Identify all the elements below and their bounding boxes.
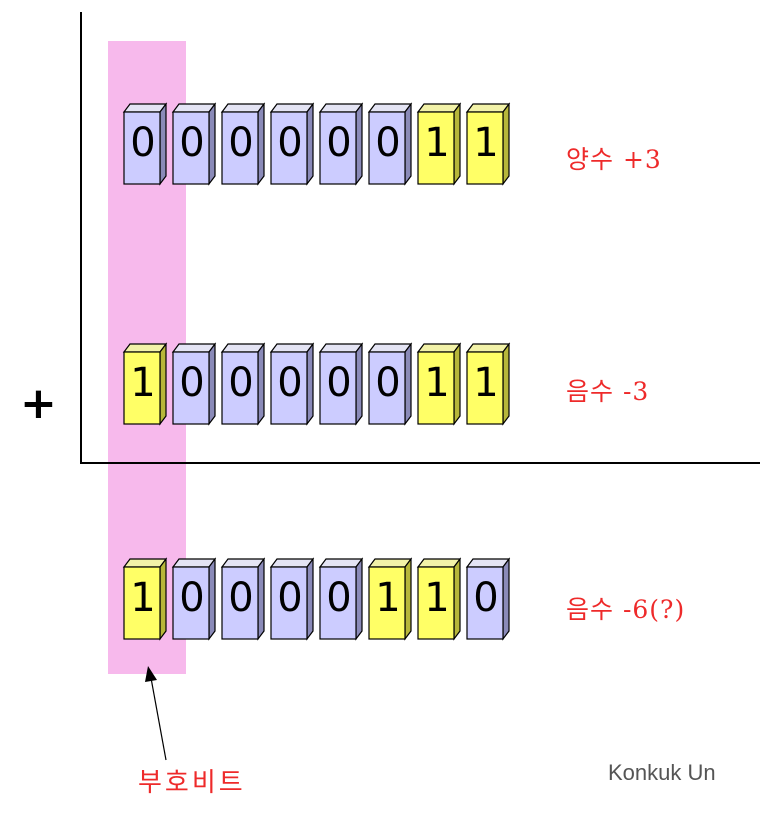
bit-box: 0	[220, 340, 266, 426]
bit-box: 0	[171, 555, 217, 641]
bit-box: 0	[465, 555, 511, 641]
bit-box: 1	[122, 555, 168, 641]
sum-divider-line	[80, 462, 760, 464]
row-1-label: 양수 +3	[566, 145, 662, 174]
bit-value: 1	[424, 120, 450, 166]
row-3-label: 음수 -6(?)	[566, 595, 686, 624]
bit-value: 0	[375, 120, 401, 166]
bit-box: 0	[269, 100, 315, 186]
bit-value: 0	[277, 360, 303, 406]
vertical-axis-line	[80, 12, 82, 464]
bit-value: 0	[179, 360, 205, 406]
row-2-label: 음수 -3	[566, 377, 650, 406]
bit-box: 0	[318, 100, 364, 186]
bit-value: 1	[130, 575, 156, 621]
bit-box: 0	[269, 340, 315, 426]
sign-bit-caption: 부호비트	[138, 768, 246, 798]
bit-value: 1	[130, 360, 156, 406]
bit-value: 0	[326, 575, 352, 621]
bit-value: 0	[228, 120, 254, 166]
bit-box: 0	[171, 340, 217, 426]
bit-box: 0	[269, 555, 315, 641]
bit-box: 0	[318, 555, 364, 641]
bit-value: 1	[473, 120, 499, 166]
bit-value: 1	[375, 575, 401, 621]
bit-box: 1	[416, 555, 462, 641]
bit-box: 0	[367, 340, 413, 426]
bit-value: 0	[228, 360, 254, 406]
bit-box: 0	[122, 100, 168, 186]
bit-value: 1	[473, 360, 499, 406]
bit-box: 1	[367, 555, 413, 641]
bit-box: 0	[318, 340, 364, 426]
bit-value: 0	[179, 575, 205, 621]
bit-box: 0	[220, 555, 266, 641]
bit-box: 0	[367, 100, 413, 186]
bit-value: 0	[326, 360, 352, 406]
bit-box: 1	[465, 100, 511, 186]
bit-box: 1	[122, 340, 168, 426]
bit-value: 1	[424, 360, 450, 406]
plus-operator: +	[20, 378, 57, 429]
bit-box: 0	[220, 100, 266, 186]
bit-value: 0	[277, 120, 303, 166]
bit-value: 0	[277, 575, 303, 621]
bit-value: 0	[228, 575, 254, 621]
bit-box: 1	[416, 100, 462, 186]
bit-value: 0	[473, 575, 499, 621]
bit-value: 0	[179, 120, 205, 166]
bit-value: 0	[326, 120, 352, 166]
bit-value: 0	[130, 120, 156, 166]
footer-text: Konkuk Un	[608, 760, 716, 785]
bit-value: 0	[375, 360, 401, 406]
bit-box: 1	[465, 340, 511, 426]
bit-value: 1	[424, 575, 450, 621]
bit-box: 1	[416, 340, 462, 426]
bit-box: 0	[171, 100, 217, 186]
